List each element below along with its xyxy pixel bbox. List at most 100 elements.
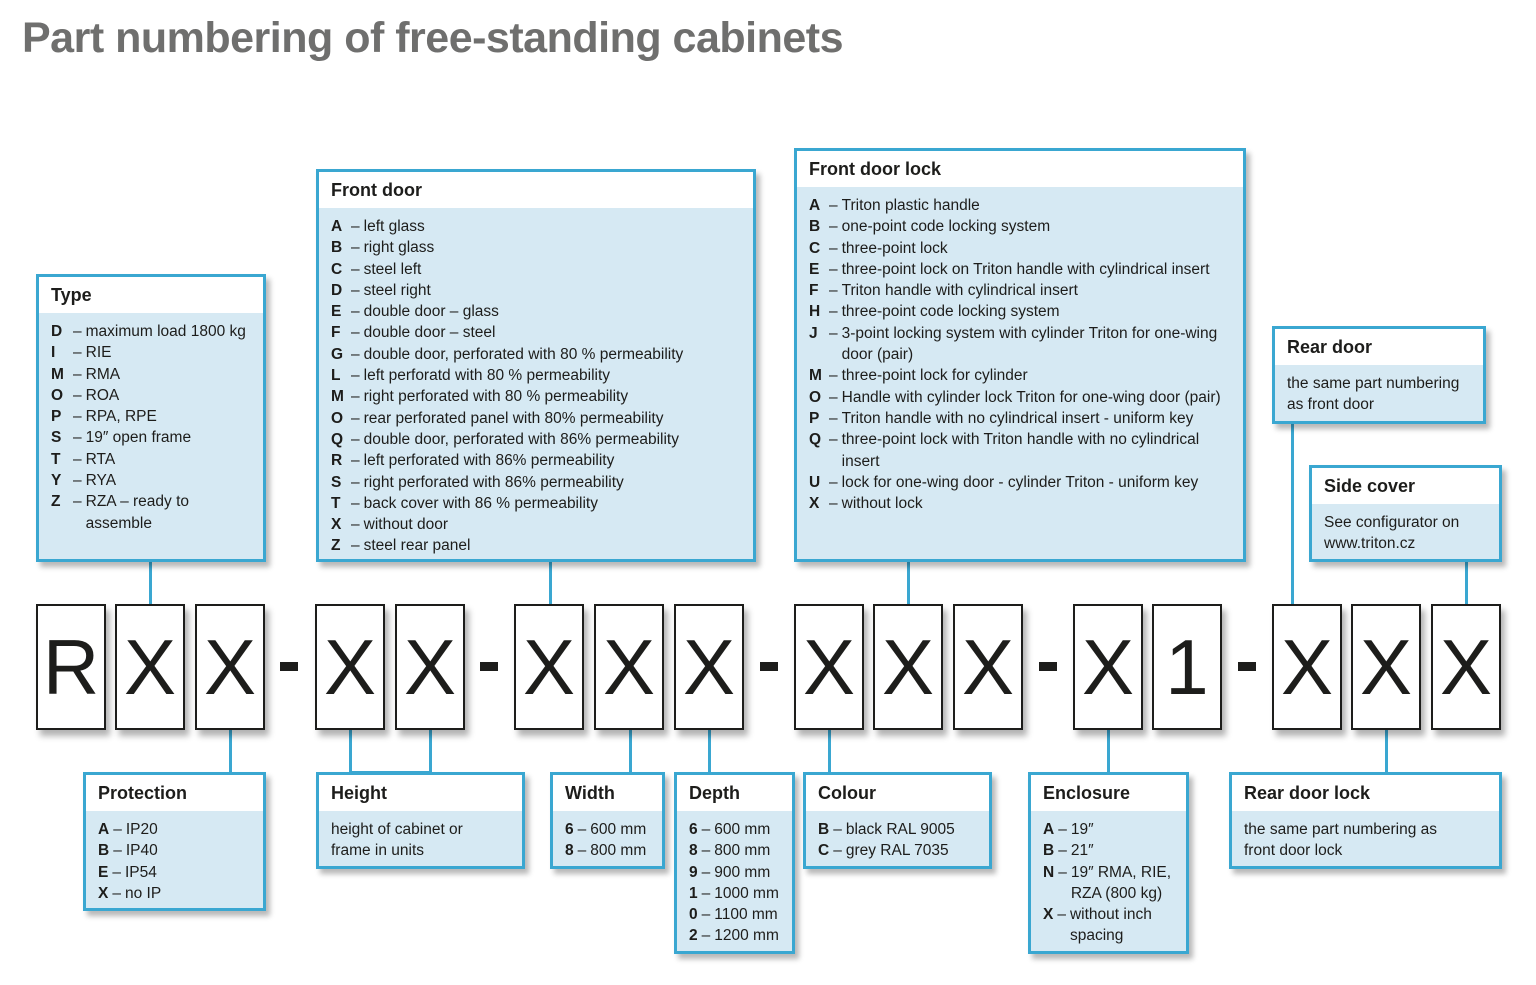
list-item: E–double door – glass <box>331 303 499 321</box>
list-item: D–steel right <box>331 281 431 299</box>
list-item: 9–900 mm <box>689 863 771 881</box>
part-cell-15: X <box>1351 604 1421 730</box>
list-item: G–double door, perforated with 80 % perm… <box>331 345 684 363</box>
list-item: A–left glass <box>331 218 425 235</box>
height-title: Height <box>319 775 522 811</box>
list-item: D–maximum load 1800 kg <box>51 323 246 340</box>
part-cell-7: X <box>594 604 664 730</box>
part-cell-5: X <box>395 604 465 730</box>
separator-dash <box>480 662 498 671</box>
connector-depth <box>708 729 711 774</box>
list-item: X–without lock <box>809 495 923 513</box>
list-item: B–right glass <box>331 239 435 257</box>
list-item: M–three-point lock for cylinder <box>809 367 1028 385</box>
part-cell-16: X <box>1431 604 1501 730</box>
list-item: L–left perforatd with 80 % permeability <box>331 367 611 385</box>
list-item: 6–600 mm <box>565 821 647 838</box>
front-door-lock-box: Front door lock A–Triton plastic handle … <box>794 148 1246 562</box>
list-item: 2–1200 mm <box>689 927 779 945</box>
list-item: Q–double door, perforated with 86% perme… <box>331 430 679 448</box>
list-item: U–lock for one-wing door - cylinder Trit… <box>809 473 1199 491</box>
list-item: Z–RZA – ready to assemble <box>51 493 190 532</box>
separator-dash <box>1039 662 1057 671</box>
protection-list: A–IP20 B–IP40 E–IP54 X–no IP <box>86 811 263 910</box>
page-title: Part numbering of free-standing cabinets <box>22 14 844 62</box>
enclosure-box: Enclosure A–19″ B–21″ N–19″ RMA, RIE, RZ… <box>1028 772 1189 954</box>
list-item: 6–600 mm <box>689 821 771 838</box>
list-item: O–ROA <box>51 386 120 404</box>
list-item: N–19″ RMA, RIE, RZA (800 kg) <box>1043 863 1172 902</box>
list-item: Z–steel rear panel <box>331 537 471 555</box>
list-item: I–RIE <box>51 344 112 362</box>
list-item: H–three-point code locking system <box>809 303 1060 321</box>
part-cell-9: X <box>794 604 864 730</box>
part-cell-3: X <box>195 604 265 730</box>
connector-colour <box>828 729 831 774</box>
connector-front-door <box>549 560 552 605</box>
connector-type <box>149 560 152 605</box>
part-cell-6: X <box>514 604 584 730</box>
list-item: B–21″ <box>1043 842 1094 860</box>
list-item: 1–1000 mm <box>689 884 779 902</box>
front-door-box: Front door A–left glass B–right glass C–… <box>316 169 756 562</box>
list-item: B–one-point code locking system <box>809 218 1051 236</box>
connector-rear-door-lock <box>1385 729 1388 774</box>
width-title: Width <box>553 775 662 811</box>
side-cover-title: Side cover <box>1312 468 1499 504</box>
colour-title: Colour <box>806 775 989 811</box>
connector-front-door-lock <box>907 560 910 605</box>
connector-protection <box>229 729 232 774</box>
depth-title: Depth <box>677 775 792 811</box>
list-item: A–Triton plastic handle <box>809 197 980 214</box>
list-item: E–three-point lock on Triton handle with… <box>809 260 1210 278</box>
enclosure-list: A–19″ B–21″ N–19″ RMA, RIE, RZA (800 kg)… <box>1031 811 1186 953</box>
separator-dash <box>280 662 298 671</box>
list-item: 0–1100 mm <box>689 906 778 924</box>
rear-door-lock-text: the same part numbering as front door lo… <box>1244 821 1437 860</box>
list-item: T–RTA <box>51 450 116 468</box>
list-item: X–no IP <box>98 884 162 902</box>
front-door-lock-list: A–Triton plastic handle B–one-point code… <box>797 187 1243 520</box>
side-cover-text: See configurator on www.triton.cz <box>1324 514 1460 553</box>
list-item: C–steel left <box>331 260 422 278</box>
part-cell-11: X <box>953 604 1023 730</box>
depth-box: Depth 6–600 mm 8–800 mm 9–900 mm 1–1000 … <box>674 772 795 954</box>
connector-enclosure <box>1107 729 1110 774</box>
part-cell-10: X <box>873 604 943 730</box>
enclosure-title: Enclosure <box>1031 775 1186 811</box>
list-item: J–3-point locking system with cylinder T… <box>809 324 1218 364</box>
list-item: E–IP54 <box>98 863 157 881</box>
part-cell-4: X <box>315 604 385 730</box>
connector-height-1 <box>349 729 352 774</box>
side-cover-box: Side cover See configurator on www.trito… <box>1309 465 1502 562</box>
width-list: 6–600 mm 8–800 mm <box>553 811 662 868</box>
separator-dash <box>1238 662 1256 671</box>
list-item: O–Handle with cylinder lock Triton for o… <box>809 388 1221 406</box>
list-item: X–without inch spacing <box>1043 906 1152 945</box>
list-item: 8–800 mm <box>565 842 647 860</box>
list-item: Y–RYA <box>51 472 117 490</box>
list-item: F–Triton handle with cylindrical insert <box>809 282 1078 300</box>
separator-dash <box>760 662 778 671</box>
connector-side-cover <box>1465 560 1468 605</box>
list-item: C–three-point lock <box>809 239 948 257</box>
list-item: F–double door – steel <box>331 324 496 342</box>
list-item: P–Triton handle with no cylindrical inse… <box>809 409 1194 427</box>
list-item: A–IP20 <box>98 821 158 838</box>
rear-door-title: Rear door <box>1275 329 1483 365</box>
connector-rear-door <box>1291 422 1294 605</box>
list-item: T–back cover with 86 % permeability <box>331 494 598 512</box>
colour-list: B–black RAL 9005 C–grey RAL 7035 <box>806 811 989 868</box>
type-box: Type D–maximum load 1800 kg I–RIE M–RMA … <box>36 274 266 562</box>
list-item: B–black RAL 9005 <box>818 821 955 838</box>
part-cell-14: X <box>1272 604 1342 730</box>
list-item: S–right perforated with 86% permeability <box>331 473 624 491</box>
height-box: Height height of cabinet or frame in uni… <box>316 772 525 869</box>
rear-door-box: Rear door the same part numbering as fro… <box>1272 326 1486 424</box>
list-item: 8–800 mm <box>689 842 771 860</box>
depth-list: 6–600 mm 8–800 mm 9–900 mm 1–1000 mm 0–1… <box>677 811 792 953</box>
protection-box: Protection A–IP20 B–IP40 E–IP54 X–no IP <box>83 772 266 911</box>
list-item: O–rear perforated panel with 80% permeab… <box>331 409 664 427</box>
type-list: D–maximum load 1800 kg I–RIE M–RMA O–ROA… <box>39 313 263 540</box>
height-text: height of cabinet or frame in units <box>331 821 463 860</box>
